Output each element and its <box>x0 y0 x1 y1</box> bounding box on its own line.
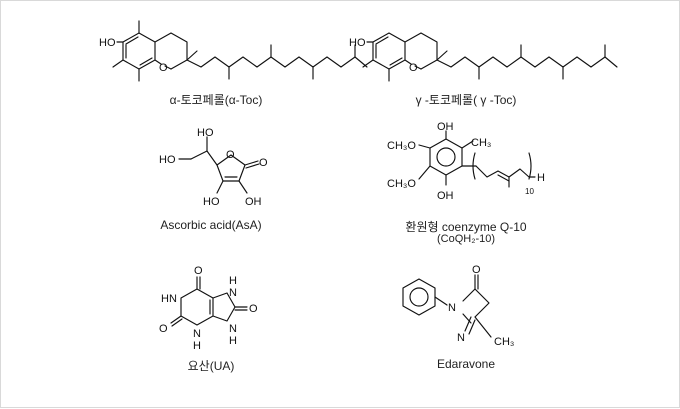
asa-oh-bottom-label: OH <box>245 196 262 208</box>
ua-n-bottom-right-label: N <box>229 323 237 335</box>
edaravone-o-label: O <box>472 264 481 276</box>
ascorbic-acid-caption: Ascorbic acid(AsA) <box>160 218 262 232</box>
coqh2-subcaption: (CoQH₂-10) <box>436 233 496 245</box>
asa-carbonyl-o-label: O <box>259 157 268 169</box>
ua-o-right-label: O <box>249 303 258 315</box>
ua-hn-left-label: HN <box>161 293 177 305</box>
edaravone-ch3-label: CH₃ <box>494 336 514 348</box>
ua-n-bottom-label: N <box>193 328 201 340</box>
coqh2-caption: 환원형 coenzyme Q-10 <box>405 220 527 234</box>
ua-o-left-label: O <box>159 323 168 335</box>
edaravone-caption: Edaravone <box>436 357 496 371</box>
gamma-toc-ho-label: HO <box>349 37 366 49</box>
coq-repeat-count: 10 <box>525 187 534 196</box>
asa-ho-top-label: HO <box>197 127 214 139</box>
gamma-toc-ring-o-label: O <box>409 62 418 74</box>
asa-ho-bottom-label: HO <box>203 196 220 208</box>
ua-h-right-label: H <box>229 275 237 287</box>
gamma-tocopherol-caption: γ -토코페롤( γ -Toc) <box>415 93 517 107</box>
coq-oh-bottom-label: OH <box>437 190 454 202</box>
alpha-toc-ho-label: HO <box>99 37 116 49</box>
coq-ch3-label: CH₃ <box>471 137 491 149</box>
coq-h-label: H <box>537 172 545 184</box>
asa-ho-left-label: HO <box>159 154 176 166</box>
edaravone-n1-label: N <box>448 302 456 314</box>
coq-ch3o-top-label: CH₃O <box>387 140 416 152</box>
alpha-toc-ring-o-label: O <box>159 62 168 74</box>
uric-acid-caption: 요산(UA) <box>187 359 235 373</box>
ua-h-bottom-right-label: H <box>229 335 237 347</box>
alpha-tocopherol-caption: α-토코페롤(α-Toc) <box>169 93 263 107</box>
ua-h-bottom-label: H <box>193 340 201 352</box>
ua-n-right-label: N <box>229 287 237 299</box>
edaravone-n2-label: N <box>457 332 465 344</box>
ua-o-top-label: O <box>194 265 203 277</box>
coq-ch3o-bottom-label: CH₃O <box>387 178 416 190</box>
coq-oh-top-label: OH <box>437 121 454 133</box>
asa-ring-o-label: O <box>226 149 235 161</box>
